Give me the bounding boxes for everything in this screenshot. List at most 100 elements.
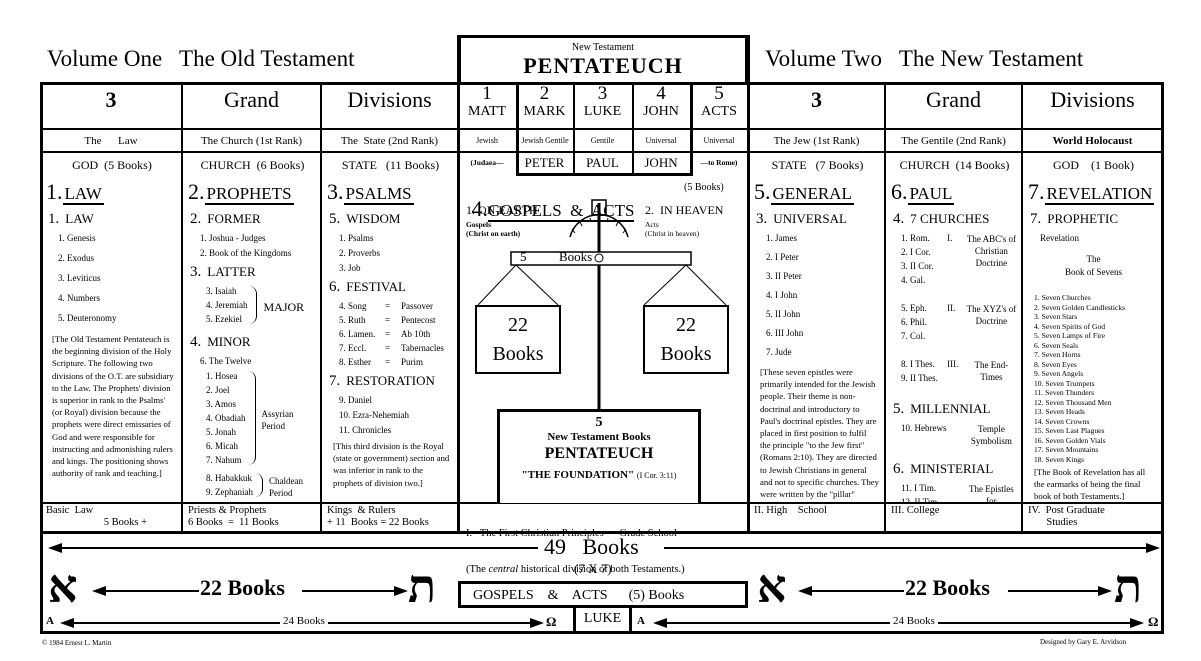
- division-title: 3.PSALMS: [327, 179, 454, 205]
- seven-item: 6. Seven Seals: [1034, 340, 1079, 350]
- header-three-right: 3: [811, 87, 822, 112]
- copyright: © 1984 Ernest L. Martin: [42, 639, 112, 647]
- book-item: 1. James: [766, 233, 797, 243]
- subdivision-heading: 3.LATTER: [190, 264, 317, 281]
- subdivision-heading: 5.WISDOM: [329, 211, 454, 228]
- festival-cell: Passover: [401, 301, 433, 311]
- book-item: 2. Book of the Kingdoms: [200, 248, 292, 258]
- header-divisions-right: Divisions: [1050, 87, 1135, 112]
- book-item: 9. Zephaniah: [206, 487, 253, 497]
- aleph-left-icon: א: [48, 559, 78, 613]
- gospel-name: JOHN: [643, 104, 679, 119]
- balance-scale-icon: [477, 199, 727, 410]
- subdivision-name: LAW: [65, 211, 94, 226]
- subdivision-name: PROPHETIC: [1047, 211, 1119, 226]
- gospel-apostle: JOHN: [644, 155, 678, 170]
- festival-cell: Tabernacles: [401, 343, 444, 353]
- column-subheader: World Holocaust: [1052, 135, 1133, 147]
- division-summary: GOD (1 Book): [1053, 158, 1134, 172]
- festival-cell: =: [385, 357, 391, 367]
- book-item: 4. Gal.: [901, 275, 926, 285]
- in-heaven-number: 2.: [645, 203, 654, 217]
- column-subheader: The Gentile (2nd Rank): [901, 135, 1006, 147]
- book-item: 8. I Thes.: [901, 359, 935, 369]
- division-number: 1.: [46, 179, 63, 204]
- volume-two-title: Volume Two The New Testament: [765, 46, 1084, 71]
- center-footer-line2b: historical division of both Testaments.): [518, 564, 685, 575]
- group-label: The Epistles for Professional Leaders: [969, 484, 1014, 502]
- book-item: 3. II Cor.: [901, 261, 934, 271]
- subdivision-name: 7 CHURCHES: [910, 211, 990, 226]
- book-item: 10. Ezra-Nehemiah: [339, 410, 409, 420]
- gospel-number: 1: [482, 83, 492, 104]
- division-title: 7.REVELATION: [1028, 179, 1159, 205]
- seven-item: 12. Seven Thousand Men: [1034, 397, 1112, 407]
- festival-row: 6. Lamen.=Ab 10th: [339, 329, 454, 339]
- foundation-ref: (I Cor. 3:11): [636, 471, 677, 480]
- group-label: The ABC's of Christian Doctrine: [966, 234, 1016, 268]
- book-item: 3. II Peter: [766, 271, 802, 281]
- seven-item: 10. Seven Trumpets: [1034, 378, 1095, 388]
- gospel-apostle: —to Rome): [700, 158, 738, 167]
- subdivision-number: 3.: [756, 211, 768, 227]
- subdivision-number: 7.: [1030, 211, 1042, 227]
- right-pan-22-books: 22 Books: [643, 305, 729, 374]
- left-pan-22-books: 22 Books: [475, 305, 561, 374]
- seven-item: 5. Seven Lamps of Fire: [1034, 331, 1106, 340]
- commentary-note: [The Old Testament Pentateuch is the beg…: [52, 334, 174, 479]
- epistle-group: 8. I Thes.9. II Thes.III.The End-Times: [901, 359, 1018, 387]
- subdivision-number: 6.: [329, 279, 341, 295]
- book-item: 4. I John: [766, 290, 798, 300]
- book-item: 1. Rom.: [901, 233, 930, 243]
- subdivision-number: 4.: [893, 211, 905, 227]
- commentary-note: [The Book of Revelation has all the earm…: [1034, 466, 1146, 501]
- book-item: 2. I Peter: [766, 252, 799, 262]
- group-label: Assyrian Period: [261, 409, 294, 431]
- in-heaven-heading: 2. IN HEAVEN: [645, 203, 723, 218]
- column-subheader: The Jew (1st Rank): [773, 135, 860, 147]
- festival-cell: Purim: [401, 357, 424, 367]
- seven-item: 8. Seven Eyes: [1034, 359, 1077, 369]
- festival-cell: 5. Ruth: [339, 315, 366, 325]
- group-roman-numeral: III.: [947, 359, 959, 369]
- header-grand-left: Grand: [224, 87, 279, 112]
- in-heaven-label: IN HEAVEN: [660, 203, 724, 217]
- seven-item: 7. Seven Horns: [1034, 350, 1081, 359]
- brace-icon: [249, 286, 258, 324]
- center-title: 4.GOSPELS & ACTS: [463, 176, 635, 222]
- book-item: 5. Ezekiel: [206, 314, 242, 324]
- group-roman-numeral: I.: [947, 233, 953, 243]
- festival-cell: =: [385, 301, 391, 311]
- center-footer-central: central: [488, 564, 519, 575]
- festival-row: 8. Esther=Purim: [339, 357, 454, 367]
- book-item: 4. Obadiah: [206, 413, 246, 423]
- division-summary: CHURCH (14 Books): [899, 158, 1010, 172]
- book-item: 7. Nahum: [206, 455, 242, 465]
- book-item: 7. Col.: [901, 331, 926, 341]
- subdivision-name: FORMER: [207, 211, 261, 226]
- seven-item: 11. Seven Thunders: [1034, 388, 1095, 397]
- column-footer: IV. Post Graduate Studies: [1028, 505, 1105, 528]
- beam-label: 5 Books: [520, 249, 593, 264]
- book-item: 5. Eph.: [901, 303, 927, 313]
- commentary-note: [These seven epistles were primarily int…: [760, 367, 880, 502]
- center-title-count: (5 Books): [684, 182, 724, 193]
- group-items: 5. Eph.6. Phil.7. Col.: [901, 303, 947, 345]
- group-items: 8. I Thes.9. II Thes.: [901, 359, 947, 387]
- book-item: 1. Psalms: [339, 233, 374, 243]
- division-title: 6.PAUL: [891, 179, 1018, 205]
- foundation-quote: "THE FOUNDATION": [521, 469, 635, 481]
- gospel-apostle: PAUL: [586, 155, 619, 170]
- subdivision-name: FESTIVAL: [346, 279, 406, 294]
- alpha-left-icon: A: [46, 615, 54, 627]
- subdivision-name: MILLENNIAL: [910, 401, 991, 416]
- subdivision-number: 4.: [190, 334, 202, 350]
- division-number: 3.: [327, 179, 344, 204]
- luke-box: LUKE: [573, 606, 632, 634]
